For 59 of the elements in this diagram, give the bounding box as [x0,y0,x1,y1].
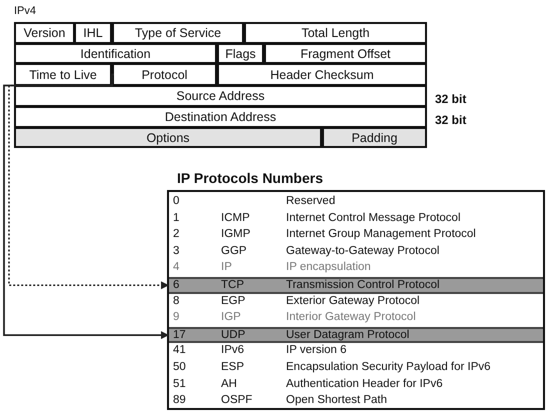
header-field-cell: Padding [324,129,425,146]
header-field-cell: Version [16,24,73,42]
protocol-number: 8 [173,294,180,307]
protocol-name: Internet Group Management Protocol [286,228,476,240]
header-field-cell: Header Checksum [219,65,425,84]
protocol-abbreviation: ICMP [221,212,250,224]
protocol-abbreviation: ESP [221,361,244,373]
protocol-abbreviation: TCP [221,279,244,291]
protocol-name: User Datagram Protocol [286,328,410,341]
protocol-abbreviation: AH [221,378,237,390]
protocol-abbreviation: OSPF [221,394,252,406]
protocol-number: 6 [173,279,180,291]
header-field-cell: Type of Service [114,24,242,42]
protocol-abbreviation: IGMP [221,228,250,240]
protocol-number: 17 [173,328,186,341]
header-field-cell: Source Address [16,87,425,105]
protocol-name: IP encapsulation [286,261,371,274]
protocol-number: 3 [173,244,180,257]
protocol-number: 2 [173,228,180,240]
table-heading: IPv4 [14,5,36,17]
arrow [3,74,169,340]
bit-width-label: 32 bit [435,92,466,106]
table-heading: IP Protocols Numbers [177,170,324,186]
protocol-abbreviation: IPv6 [221,344,244,356]
protocol-number: 89 [173,394,186,406]
header-field-cell: Destination Address [16,108,425,126]
protocol-number: 1 [173,212,180,224]
protocol-abbreviation: IP [221,261,232,274]
protocol-name: Open Shortest Path [286,394,388,406]
protocol-abbreviation: IGP [221,311,241,324]
protocol-abbreviation: EGP [221,294,246,307]
protocol-name: Transmission Control Protocol [286,279,440,291]
header-field-cell: Flags [219,45,262,62]
protocol-abbreviation: UDP [221,328,246,341]
bit-width-label: 32 bit [435,113,466,127]
protocol-name: Gateway-to-Gateway Protocol [286,244,440,257]
protocol-number: 41 [173,344,186,356]
protocol-name: Internet Control Message Protocol [286,212,461,224]
highlighted-table-row [169,277,543,294]
header-field-cell: Fragment Offset [266,45,425,62]
protocol-name: Encapsulation Security Payload for IPv6 [286,361,491,373]
protocol-number: 4 [173,261,180,274]
protocol-number: 50 [173,361,186,373]
header-field-cell: Time to Live [16,65,110,84]
protocol-name: Authentication Header for IPv6 [286,378,443,390]
protocol-number: 9 [173,311,180,324]
header-field-cell: Identification [16,45,215,62]
protocol-name: IP version 6 [286,344,347,356]
protocol-number: 51 [173,378,186,390]
header-field-cell: Options [16,129,320,146]
protocol-name: Exterior Gateway Protocol [286,294,420,307]
protocol-name: Reserved [286,195,336,207]
header-field-cell: Total Length [246,24,425,42]
protocol-number: 0 [173,195,180,207]
header-field-cell: Protocol [114,65,215,84]
protocol-abbreviation: GGP [221,244,247,257]
highlighted-table-row [169,326,543,344]
protocol-name: Interior Gateway Protocol [286,311,416,324]
header-field-cell: IHL [76,24,110,42]
